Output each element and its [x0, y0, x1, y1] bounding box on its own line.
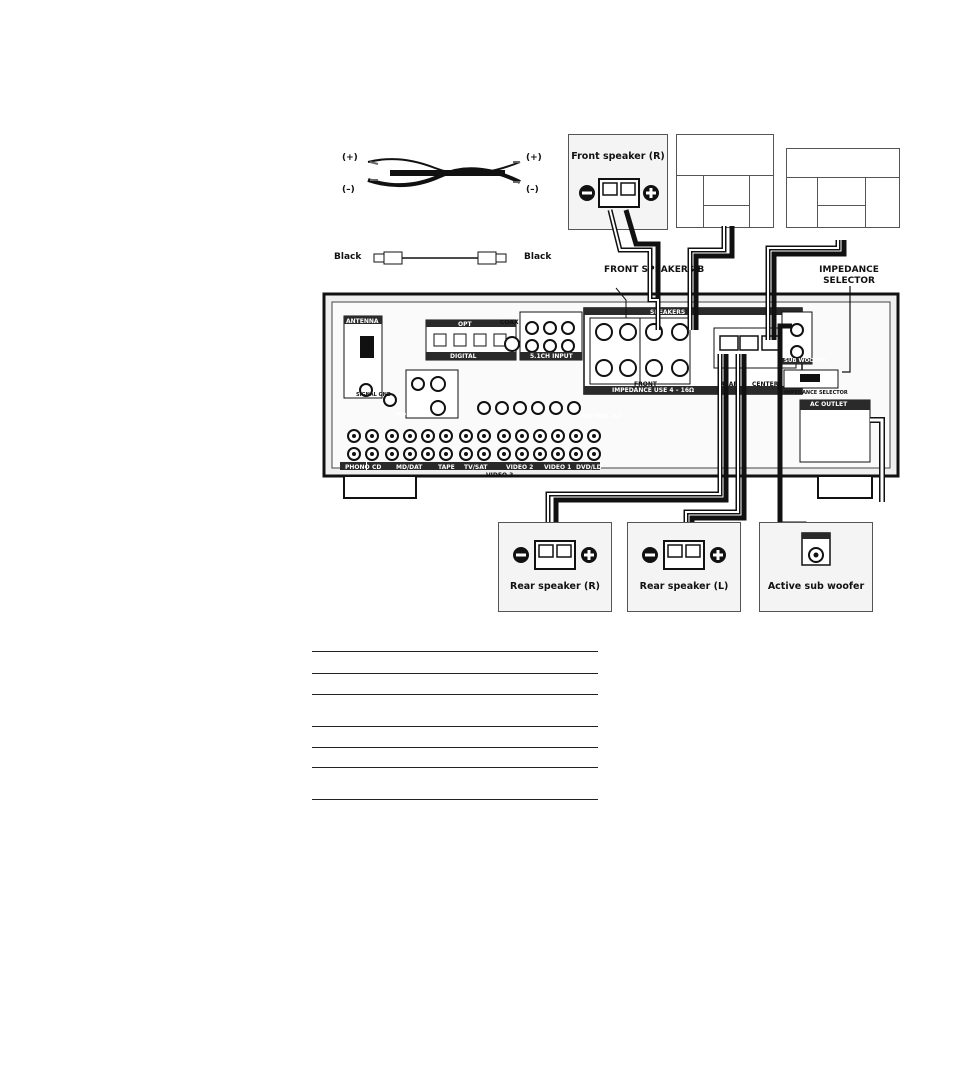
rca-jack-center: [444, 434, 448, 438]
rca-jack-center: [370, 434, 374, 438]
center-terminal-label: CENTER: [752, 381, 779, 388]
ac-outlet-label: AC OUTLET: [810, 401, 848, 408]
rear-speaker-right-title: Rear speaker (R): [510, 581, 600, 592]
cord-plus-right-label: (+): [526, 153, 542, 163]
coax-label: COAX: [500, 319, 519, 326]
antenna-label: ANTENNA: [346, 318, 379, 325]
cord-minus-right-label: (–): [526, 185, 539, 195]
video-jack: [531, 401, 545, 415]
rca-jack-center: [464, 452, 468, 456]
rca-jack-center: [556, 434, 560, 438]
rca-jack-center: [408, 452, 412, 456]
front-terminal-label: FRONT: [634, 381, 657, 388]
rear-speaker-left-box: Rear speaker (L): [627, 522, 741, 612]
signal-gnd-label: SIGNAL GND: [356, 392, 391, 398]
speakers-block-label: SPEAKERS: [650, 309, 686, 316]
speaker-cord-illustration: [330, 140, 560, 220]
input-51ch-label: 5.1CH INPUT: [530, 353, 573, 360]
rca-jack-center: [574, 452, 578, 456]
rca-jack-center: [482, 434, 486, 438]
rca-jack-center: [408, 434, 412, 438]
cord-plus-left-label: (+): [342, 153, 358, 163]
table-rule: [312, 767, 598, 768]
video1-label: VIDEO 1: [544, 464, 572, 471]
rear-terminal-label: REAR: [720, 381, 738, 388]
rca-jack-center: [592, 434, 596, 438]
rca-jack-center: [370, 452, 374, 456]
rca-cable-illustration: [370, 248, 510, 268]
rca-jack-center: [502, 452, 506, 456]
rca-jack-center: [352, 452, 356, 456]
table-rule: [312, 694, 598, 695]
rca-black-left-label: Black: [334, 252, 362, 262]
rca-black-right-label: Black: [524, 252, 552, 262]
video-jack: [477, 401, 491, 415]
front-speaker-left-box: [676, 134, 774, 228]
dvd-ld-label: DVD/LD: [576, 464, 602, 471]
rear-speaker-right-box: Rear speaker (R): [498, 522, 612, 612]
rca-jack-center: [556, 452, 560, 456]
tape-label: TAPE: [438, 464, 455, 471]
table-rule: [312, 673, 598, 674]
opt-label: OPT: [458, 321, 472, 328]
active-sub-woofer-box: Active sub woofer: [759, 522, 873, 612]
impedance-selector-label: IMPEDANCE SELECTOR: [819, 265, 879, 286]
rca-jack-center: [426, 434, 430, 438]
table-rule: [312, 726, 598, 727]
video3-label: VIDEO 3: [486, 472, 514, 479]
rca-jack-center: [390, 434, 394, 438]
video-jack: [549, 401, 563, 415]
video-jack: [495, 401, 509, 415]
center-speaker-box: [786, 148, 900, 228]
table-rule: [312, 799, 598, 800]
rca-jack-center: [464, 434, 468, 438]
rca-jack-center: [538, 434, 542, 438]
monitor-label: MONITOR: [396, 412, 426, 418]
rca-jack-center: [502, 434, 506, 438]
speaker-terminal-icon: [642, 540, 726, 570]
front-speaker-right-title: Front speaker (R): [571, 151, 665, 162]
rca-jack-center: [538, 452, 542, 456]
video-jack: [567, 401, 581, 415]
rca-jack-center: [520, 452, 524, 456]
rca-jack-center: [444, 452, 448, 456]
md-dat-label: MD/DAT: [396, 464, 423, 471]
rear-speaker-left-title: Rear speaker (L): [639, 581, 729, 592]
rca-jack-center: [352, 434, 356, 438]
receiver-rear-panel: [322, 290, 900, 514]
rca-jack-center: [390, 452, 394, 456]
table-rule: [312, 651, 598, 652]
cd-label: CD: [372, 464, 382, 471]
sub-woofer-out-label: SUB WOOFER: [784, 358, 826, 364]
rca-jack-center: [482, 452, 486, 456]
audio-in-jack-icon: [801, 532, 831, 566]
jack-matrix: [347, 401, 601, 461]
video-jack: [513, 401, 527, 415]
front-speakers-b-label: FRONT SPEAKERS B: [604, 265, 705, 275]
rca-jack-center: [426, 452, 430, 456]
active-sub-woofer-title: Active sub woofer: [767, 581, 865, 592]
video2-label: VIDEO 2: [506, 464, 534, 471]
rca-jack-center: [592, 452, 596, 456]
front-speaker-right-box: Front speaker (R): [568, 134, 668, 230]
rca-jack-center: [520, 434, 524, 438]
tv-sat-label: TV/SAT: [464, 464, 488, 471]
impedance-use-label: IMPEDANCE USE 4 – 16Ω: [612, 387, 695, 394]
phono-label: PHONO: [345, 464, 370, 471]
control-a1-label: CONTROL A1: [578, 413, 622, 420]
rca-jack-center: [574, 434, 578, 438]
digital-label: DIGITAL: [450, 353, 477, 360]
table-rule: [312, 747, 598, 748]
impedance-switch-label: IMPEDANCE SELECTOR: [784, 390, 848, 396]
speaker-terminal-icon: [579, 178, 659, 208]
cord-minus-left-label: (–): [342, 185, 355, 195]
speaker-terminal-icon: [513, 540, 597, 570]
